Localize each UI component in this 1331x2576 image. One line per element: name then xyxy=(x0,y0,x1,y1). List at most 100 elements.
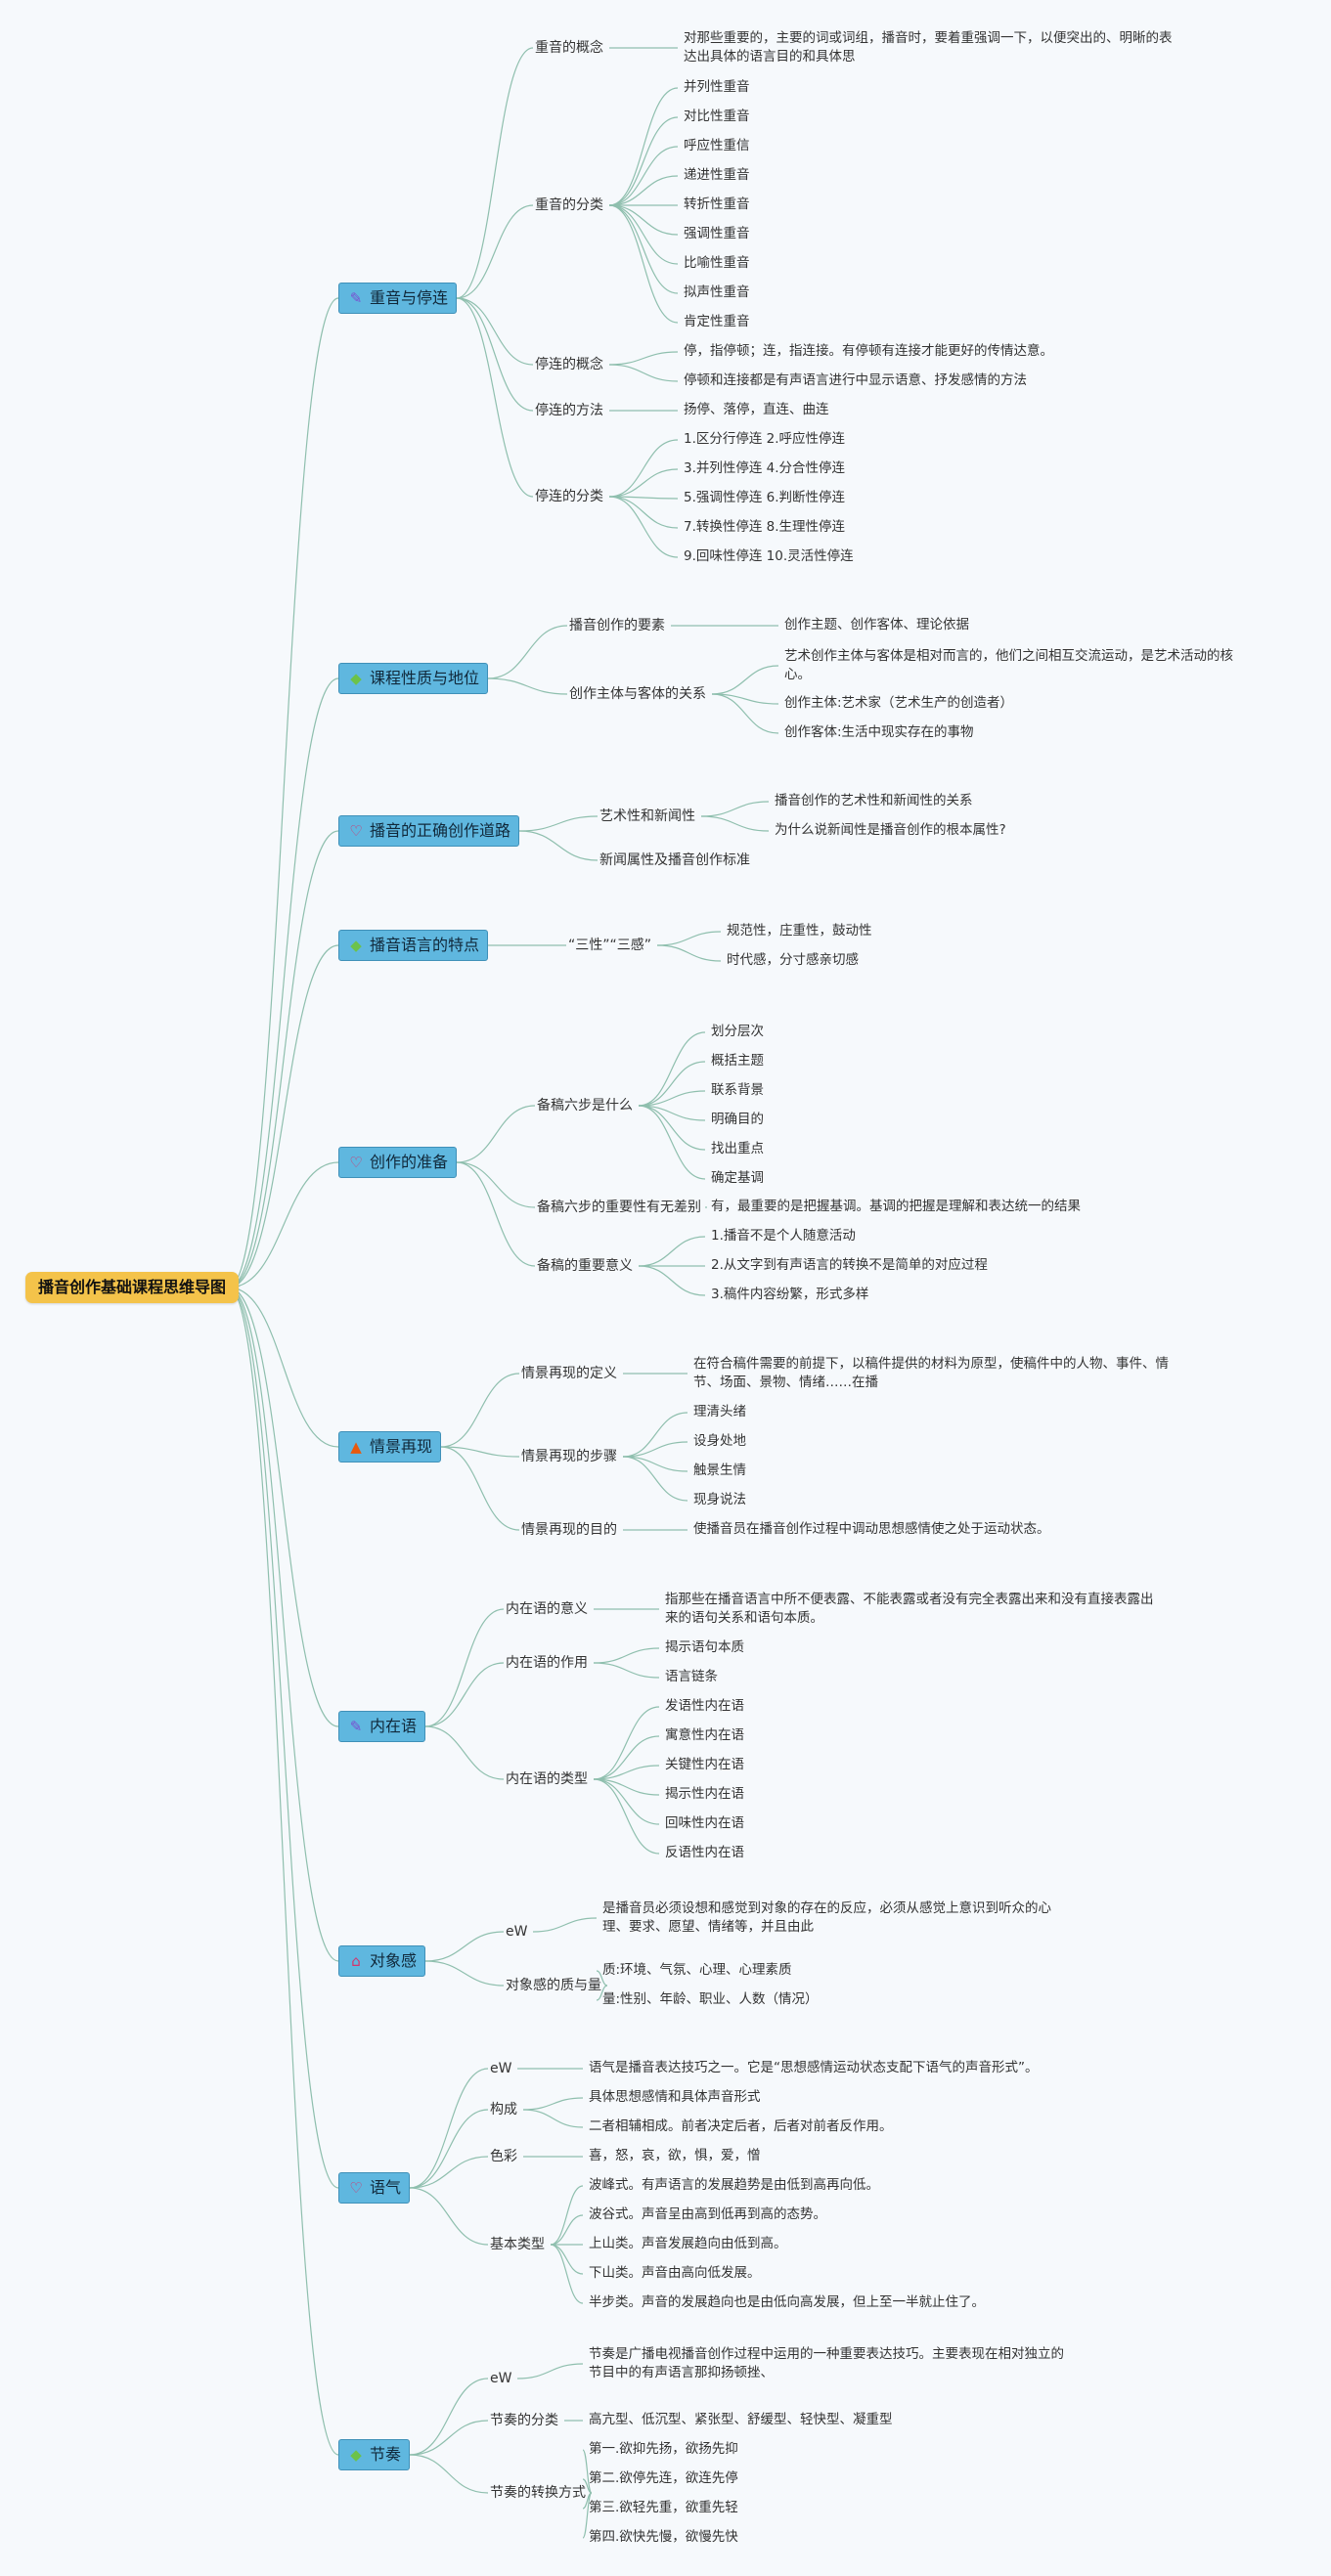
leaf-topic[interactable]: 呼应性重信 xyxy=(684,138,750,153)
subtopic[interactable]: 情景再现的定义 xyxy=(521,1366,617,1381)
leaf-topic[interactable]: 转折性重音 xyxy=(684,196,750,212)
subtopic[interactable]: 播音创作的要素 xyxy=(569,618,665,633)
leaf-topic[interactable]: 为什么说新闻性是播音创作的根本属性? xyxy=(775,822,1006,838)
leaf-topic[interactable]: 指那些在播音语言中所不便表露、不能表露或者没有完全表露出来和没有直接表露出来的语… xyxy=(665,1591,1154,1627)
subtopic[interactable]: “三性”“三感” xyxy=(568,938,652,953)
subtopic[interactable]: eW xyxy=(490,2061,512,2076)
branch-topic[interactable]: ♡播音的正确创作道路 xyxy=(338,815,520,848)
leaf-topic[interactable]: 寓意性内在语 xyxy=(665,1727,744,1743)
subtopic[interactable]: 备稿六步的重要性有无差别 xyxy=(537,1200,701,1215)
branch-topic[interactable]: ✎重音与停连 xyxy=(338,283,458,315)
leaf-topic[interactable]: 概括主题 xyxy=(711,1053,764,1069)
leaf-topic[interactable]: 量:性别、年龄、职业、人数（情况） xyxy=(602,1991,819,2007)
leaf-topic[interactable]: 波峰式。有声语言的发展趋势是由低到高再向低。 xyxy=(589,2177,879,2193)
leaf-topic[interactable]: 9.回味性停连 10.灵活性停连 xyxy=(684,548,854,564)
leaf-topic[interactable]: 有，最重要的是把握基调。基调的把握是理解和表达统一的结果 xyxy=(711,1199,1081,1214)
leaf-topic[interactable]: 2.从文字到有声语言的转换不是简单的对应过程 xyxy=(711,1257,988,1273)
leaf-topic[interactable]: 创作主题、创作客体、理论依据 xyxy=(784,617,969,633)
leaf-topic[interactable]: 划分层次 xyxy=(711,1024,764,1039)
subtopic[interactable]: 情景再现的目的 xyxy=(521,1522,617,1538)
branch-topic[interactable]: ▲情景再现 xyxy=(338,1431,442,1463)
branch-topic[interactable]: ◆播音语言的特点 xyxy=(338,930,489,962)
leaf-topic[interactable]: 肯定性重音 xyxy=(684,314,750,329)
leaf-topic[interactable]: 发语性内在语 xyxy=(665,1698,744,1714)
leaf-topic[interactable]: 喜，怒，哀，欲，惧，爱，憎 xyxy=(589,2148,761,2163)
leaf-topic[interactable]: 使播音员在播音创作过程中调动思想感情使之处于运动状态。 xyxy=(693,1521,1050,1537)
leaf-topic[interactable]: 第一.欲抑先扬，欲扬先抑 xyxy=(589,2441,738,2457)
leaf-topic[interactable]: 创作主体:艺术家（艺术生产的创造者） xyxy=(784,695,1014,711)
leaf-topic[interactable]: 第二.欲停先连，欲连先停 xyxy=(589,2470,738,2486)
leaf-topic[interactable]: 递进性重音 xyxy=(684,167,750,183)
leaf-topic[interactable]: 回味性内在语 xyxy=(665,1815,744,1831)
leaf-topic[interactable]: 停顿和连接都是有声语言进行中显示语意、抒发感情的方法 xyxy=(684,372,1027,388)
branch-topic[interactable]: ⌂对象感 xyxy=(338,1945,426,1978)
subtopic[interactable]: 停连的概念 xyxy=(535,357,603,372)
subtopic[interactable]: 备稿的重要意义 xyxy=(537,1258,633,1274)
leaf-topic[interactable]: 播音创作的艺术性和新闻性的关系 xyxy=(775,793,973,808)
leaf-topic[interactable]: 找出重点 xyxy=(711,1141,764,1157)
leaf-topic[interactable]: 揭示语句本质 xyxy=(665,1639,744,1655)
branch-topic[interactable]: ◆课程性质与地位 xyxy=(338,663,489,695)
leaf-topic[interactable]: 规范性，庄重性，鼓动性 xyxy=(727,923,872,939)
subtopic[interactable]: 内在语的意义 xyxy=(506,1601,588,1617)
leaf-topic[interactable]: 并列性重音 xyxy=(684,79,750,95)
branch-topic[interactable]: ♡创作的准备 xyxy=(338,1147,458,1179)
leaf-topic[interactable]: 扬停、落停，直连、曲连 xyxy=(684,402,829,417)
leaf-topic[interactable]: 理清头绪 xyxy=(693,1404,746,1419)
leaf-topic[interactable]: 1.区分行停连 2.呼应性停连 xyxy=(684,431,846,447)
subtopic[interactable]: 内在语的作用 xyxy=(506,1655,588,1671)
leaf-topic[interactable]: 具体思想感情和具体声音形式 xyxy=(589,2089,761,2105)
leaf-topic[interactable]: 3.并列性停连 4.分合性停连 xyxy=(684,460,846,476)
leaf-topic[interactable]: 半步类。声音的发展趋向也是由低向高发展，但上至一半就止住了。 xyxy=(589,2294,985,2310)
subtopic[interactable]: 停连的分类 xyxy=(535,489,603,504)
leaf-topic[interactable]: 比喻性重音 xyxy=(684,255,750,271)
leaf-topic[interactable]: 高亢型、低沉型、紧张型、舒缓型、轻快型、凝重型 xyxy=(589,2412,893,2427)
leaf-topic[interactable]: 第四.欲快先慢，欲慢先快 xyxy=(589,2529,738,2545)
leaf-topic[interactable]: 现身说法 xyxy=(693,1492,746,1507)
leaf-topic[interactable]: 艺术创作主体与客体是相对而言的，他们之间相互交流运动，是艺术活动的核心。 xyxy=(784,647,1233,683)
subtopic[interactable]: 重音的概念 xyxy=(535,40,603,56)
leaf-topic[interactable]: 语言链条 xyxy=(665,1669,718,1684)
leaf-topic[interactable]: 对那些重要的，主要的词或词组，播音时，要着重强调一下，以便突出的、明晰的表达出具… xyxy=(684,29,1173,65)
leaf-topic[interactable]: 语气是播音表达技巧之一。它是“思想感情运动状态支配下语气的声音形式”。 xyxy=(589,2060,1039,2075)
leaf-topic[interactable]: 波谷式。声音呈由高到低再到高的态势。 xyxy=(589,2206,826,2222)
branch-topic[interactable]: ♡语气 xyxy=(338,2172,411,2205)
subtopic[interactable]: 节奏的转换方式 xyxy=(490,2485,586,2501)
leaf-topic[interactable]: 3.稿件内容纷繁，形式多样 xyxy=(711,1287,869,1302)
subtopic[interactable]: 重音的分类 xyxy=(535,197,603,213)
leaf-topic[interactable]: 对比性重音 xyxy=(684,109,750,124)
leaf-topic[interactable]: 5.强调性停连 6.判断性停连 xyxy=(684,490,846,505)
subtopic[interactable]: 新闻属性及播音创作标准 xyxy=(599,852,750,868)
branch-topic[interactable]: ◆节奏 xyxy=(338,2439,411,2471)
leaf-topic[interactable]: 拟声性重音 xyxy=(684,284,750,300)
leaf-topic[interactable]: 是播音员必须设想和感觉到对象的存在的反应，必须从感觉上意识到听众的心理、要求、愿… xyxy=(602,1899,1051,1936)
leaf-topic[interactable]: 揭示性内在语 xyxy=(665,1786,744,1802)
subtopic[interactable]: 色彩 xyxy=(490,2149,517,2164)
leaf-topic[interactable]: 上山类。声音发展趋向由低到高。 xyxy=(589,2236,787,2251)
subtopic[interactable]: 构成 xyxy=(490,2102,517,2118)
subtopic[interactable]: 基本类型 xyxy=(490,2237,545,2252)
leaf-topic[interactable]: 在符合稿件需要的前提下，以稿件提供的材料为原型，使稿件中的人物、事件、情节、场面… xyxy=(693,1355,1169,1391)
leaf-topic[interactable]: 联系背景 xyxy=(711,1082,764,1098)
leaf-topic[interactable]: 二者相辅相成。前者决定后者，后者对前者反作用。 xyxy=(589,2118,893,2134)
leaf-topic[interactable]: 确定基调 xyxy=(711,1170,764,1186)
subtopic[interactable]: 艺术性和新闻性 xyxy=(599,808,695,824)
leaf-topic[interactable]: 时代感，分寸感亲切感 xyxy=(727,952,859,968)
leaf-topic[interactable]: 质:环境、气氛、心理、心理素质 xyxy=(602,1962,792,1978)
leaf-topic[interactable]: 节奏是广播电视播音创作过程中运用的一种重要表达技巧。主要表现在相对独立的节目中的… xyxy=(589,2345,1064,2381)
leaf-topic[interactable]: 下山类。声音由高向低发展。 xyxy=(589,2265,761,2281)
root-topic[interactable]: 播音创作基础课程思维导图 xyxy=(25,1272,240,1304)
leaf-topic[interactable]: 明确目的 xyxy=(711,1112,764,1127)
subtopic[interactable]: 内在语的类型 xyxy=(506,1771,588,1787)
leaf-topic[interactable]: 创作客体:生活中现实存在的事物 xyxy=(784,724,974,740)
leaf-topic[interactable]: 关键性内在语 xyxy=(665,1757,744,1772)
leaf-topic[interactable]: 停，指停顿；连，指连接。有停顿有连接才能更好的传情达意。 xyxy=(684,343,1053,359)
leaf-topic[interactable]: 反语性内在语 xyxy=(665,1845,744,1860)
subtopic[interactable]: 节奏的分类 xyxy=(490,2413,558,2428)
leaf-topic[interactable]: 7.转换性停连 8.生理性停连 xyxy=(684,519,846,535)
subtopic[interactable]: 情景再现的步骤 xyxy=(521,1449,617,1464)
branch-topic[interactable]: ✎内在语 xyxy=(338,1711,426,1743)
leaf-topic[interactable]: 第三.欲轻先重，欲重先轻 xyxy=(589,2500,738,2515)
subtopic[interactable]: 停连的方法 xyxy=(535,403,603,418)
leaf-topic[interactable]: 1.播音不是个人随意活动 xyxy=(711,1228,856,1244)
